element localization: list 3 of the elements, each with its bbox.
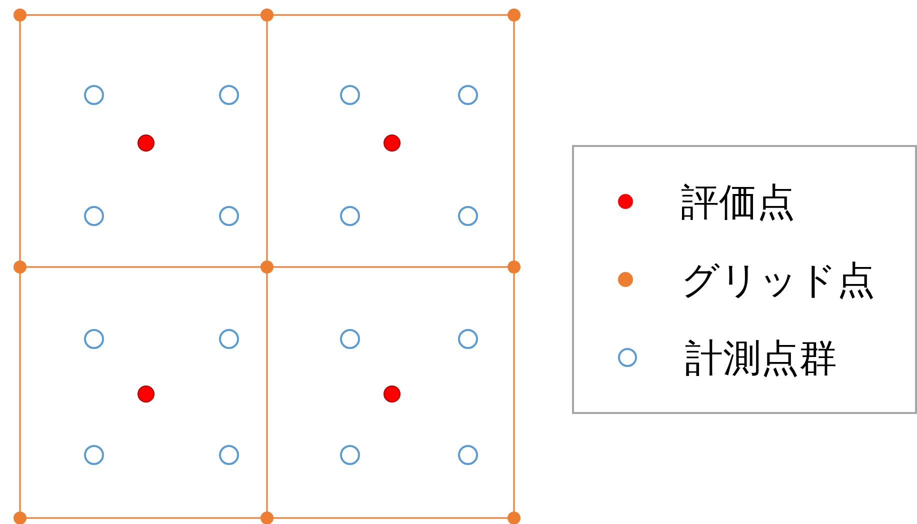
legend-label: グリッド点 (681, 260, 875, 298)
legend-label: 計測点群 (685, 338, 837, 376)
legend-label: 評価点 (681, 182, 795, 220)
